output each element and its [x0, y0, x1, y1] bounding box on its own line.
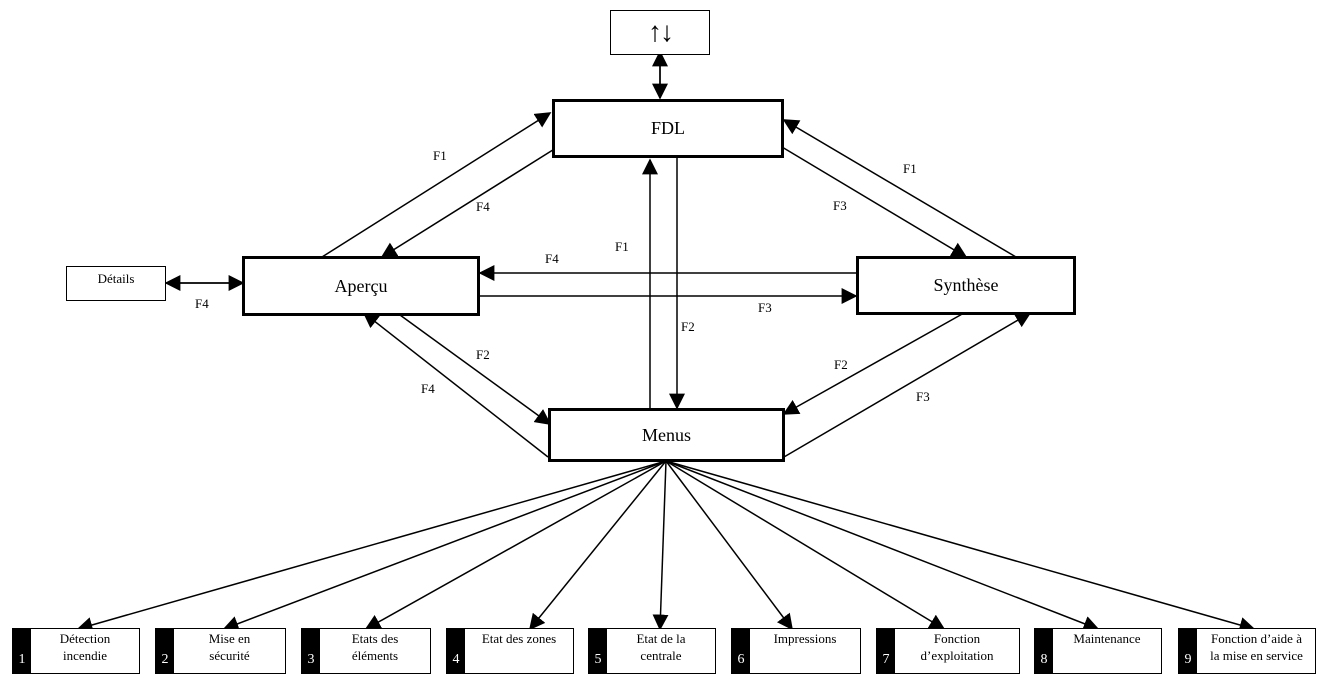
synthese-label: Synthèse [933, 275, 999, 295]
arrow-synthese-to-menus [782, 312, 965, 415]
menu-item-detection-incendie[interactable]: 1 Détection incendie [12, 628, 140, 674]
arrow-menus-item-9 [665, 460, 1256, 633]
edge-label-f2: F2 [681, 319, 695, 334]
arrow-menus-to-apercu [362, 312, 549, 458]
apercu-label: Aperçu [334, 275, 388, 296]
edge-label-f1: F1 [433, 148, 447, 163]
arrow-menus-item-8 [665, 460, 1100, 632]
menus-label: Menus [642, 424, 691, 445]
menu-item-mise-en-securite[interactable]: 2 Mise en sécurité [155, 628, 286, 674]
edge-label-f4: F4 [421, 381, 435, 396]
edge-label-f3: F3 [758, 300, 772, 315]
menu-item-label: sécurité [209, 648, 250, 663]
menu-item-label: éléments [351, 648, 399, 663]
edge-label-f1: F1 [903, 161, 917, 176]
menu-item-label: Etat des zones [481, 631, 557, 646]
arrow-synthese-to-fdl [782, 119, 1017, 258]
menu-item-number: 9 [1179, 629, 1197, 673]
arrow-menus-item-1 [76, 460, 667, 633]
apercu-node[interactable]: Aperçu [242, 256, 480, 316]
menu-item-maintenance[interactable]: 8 Maintenance [1034, 628, 1162, 674]
menu-item-number: 2 [156, 629, 174, 673]
menu-item-label: Mise en [208, 631, 251, 646]
menu-item-etats-des-elements[interactable]: 3 Etats des éléments [301, 628, 431, 674]
menu-item-label: Fonction d’aide à [1211, 631, 1302, 646]
arrow-apercu-to-fdl [321, 112, 552, 258]
arrow-menus-item-6 [665, 460, 793, 631]
arrow-menus-to-synthese [783, 312, 1032, 458]
arrow-menus-item-5 [652, 460, 669, 631]
arrow-menus-item-2 [222, 460, 667, 632]
fdl-label: FDL [650, 118, 685, 138]
menu-item-number: 8 [1035, 629, 1053, 673]
menu-item-fonction-d-aide-mise-en-service[interactable]: 9 Fonction d’aide à la mise en service [1178, 628, 1316, 674]
arrow-fdl-to-apercu [380, 147, 557, 258]
arrow-menus-item-3 [364, 460, 667, 630]
edge-label-f3: F3 [833, 198, 847, 213]
menu-item-number: 1 [13, 629, 31, 673]
menu-item-label: Fonction [933, 631, 981, 646]
menu-item-label: Détection [59, 631, 111, 646]
menus-node[interactable]: Menus [548, 408, 785, 462]
details-node[interactable]: Détails [66, 266, 166, 301]
menu-item-etat-des-zones[interactable]: 4 Etat des zones [446, 628, 574, 674]
edge-label-f4: F4 [545, 251, 559, 266]
menu-item-number: 5 [589, 629, 607, 673]
menu-item-fonction-d-exploitation[interactable]: 7 Fonction d’exploitation [876, 628, 1020, 674]
fdl-node[interactable]: FDL [552, 99, 784, 158]
edge-label-f4: F4 [476, 199, 490, 214]
arrow-menus-item-7 [665, 460, 946, 630]
menu-item-number: 7 [877, 629, 895, 673]
edge-label-f4: F4 [195, 296, 209, 311]
menu-item-label: incendie [62, 648, 108, 663]
details-label: Détails [97, 271, 135, 286]
menu-item-label: Etats des [351, 631, 399, 646]
synthese-node[interactable]: Synthèse [856, 256, 1076, 315]
menu-item-label: Etat de la [636, 631, 686, 646]
menu-item-label: la mise en service [1210, 648, 1303, 663]
up-down-arrows-icon: ↑↓ [648, 16, 674, 48]
menu-item-label: d’exploitation [920, 648, 994, 663]
menu-item-label: Maintenance [1073, 631, 1141, 646]
edge-label-f3: F3 [916, 389, 930, 404]
menu-item-label: centrale [640, 648, 682, 663]
menu-item-impressions[interactable]: 6 Impressions [731, 628, 861, 674]
arrow-fdl-to-synthese [781, 146, 968, 258]
edge-label-f2: F2 [476, 347, 490, 362]
edge-label-f1: F1 [615, 239, 629, 254]
up-down-arrows-node: ↑↓ [610, 10, 710, 55]
arrow-apercu-to-menus [399, 314, 552, 425]
menu-item-number: 3 [302, 629, 320, 673]
edge-label-f2: F2 [834, 357, 848, 372]
menu-item-number: 4 [447, 629, 465, 673]
arrow-menus-item-4 [528, 460, 667, 631]
menu-item-label: Impressions [773, 631, 837, 646]
menu-item-number: 6 [732, 629, 750, 673]
menu-item-etat-de-la-centrale[interactable]: 5 Etat de la centrale [588, 628, 716, 674]
